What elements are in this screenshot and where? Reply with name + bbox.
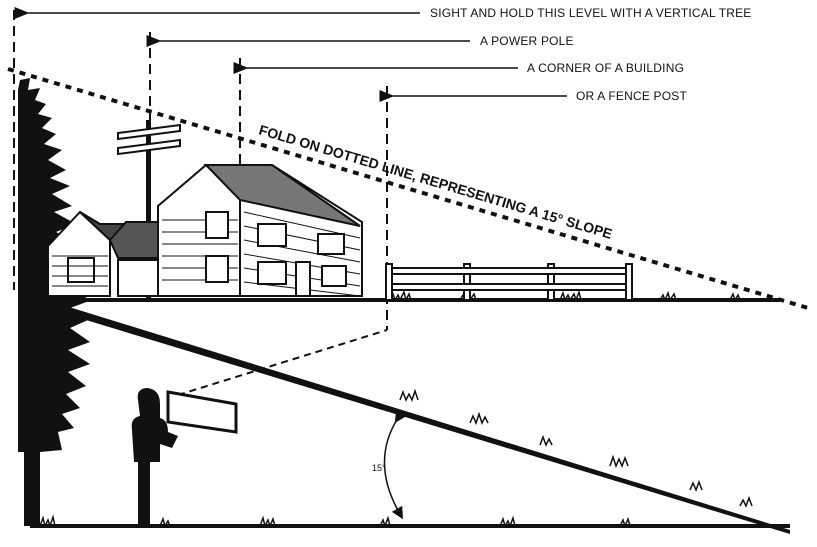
power-pole-label: A POWER POLE [480,34,574,48]
angle-label: 15° [372,463,386,473]
sight-line [177,329,388,396]
sighting-card-icon [166,390,238,434]
reference-arrows: SIGHT AND HOLD THIS LEVEL WITH A VERTICA… [14,6,752,103]
vertical-reference-lines [13,10,388,330]
fence-icon [385,263,633,301]
person-icon [131,388,178,524]
fence-post-label: OR A FENCE POST [576,89,687,103]
slope-ground [40,298,790,534]
bottom-ground [30,514,790,529]
power-pole-icon [117,120,181,300]
angle-indicator: 15° [372,409,407,520]
tree-level-label: SIGHT AND HOLD THIS LEVEL WITH A VERTICA… [430,6,752,20]
building-corner-label: A CORNER OF A BUILDING [527,61,684,75]
house-icon [157,163,363,297]
tree-icon [18,78,92,526]
